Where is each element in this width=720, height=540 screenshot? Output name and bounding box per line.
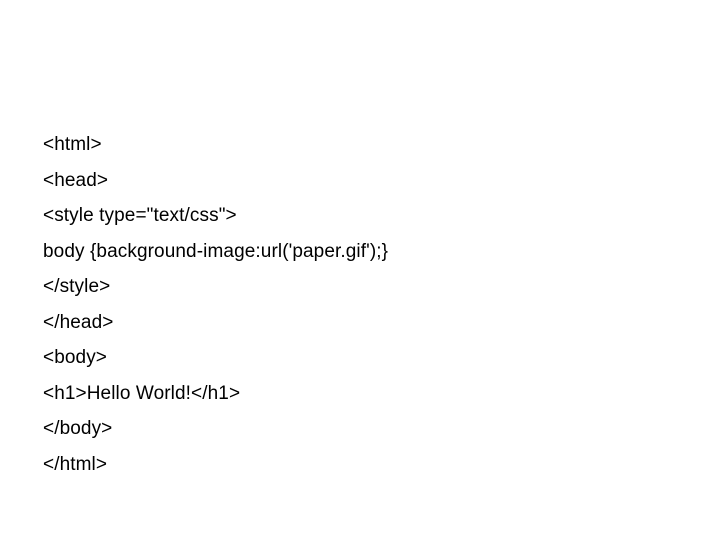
code-block: <html> <head> <style type="text/css"> bo… (43, 127, 683, 482)
code-line-html-open: <html> (43, 134, 102, 155)
code-line-head-open: <head> (43, 169, 109, 191)
code-line-body-rule: body {background-image:url('paper.gif');… (43, 240, 389, 262)
code-line-html-close: </html> (43, 453, 108, 475)
code-line-style-close: </style> (43, 276, 111, 297)
code-line-body-open: <body> (43, 347, 107, 368)
code-line-head-close: </head> (43, 311, 114, 333)
code-line-body-close: </body> (43, 418, 113, 439)
code-line-h1: <h1>Hello World!</h1> (43, 382, 241, 404)
code-line-style-open: <style type="text/css"> (43, 205, 237, 226)
